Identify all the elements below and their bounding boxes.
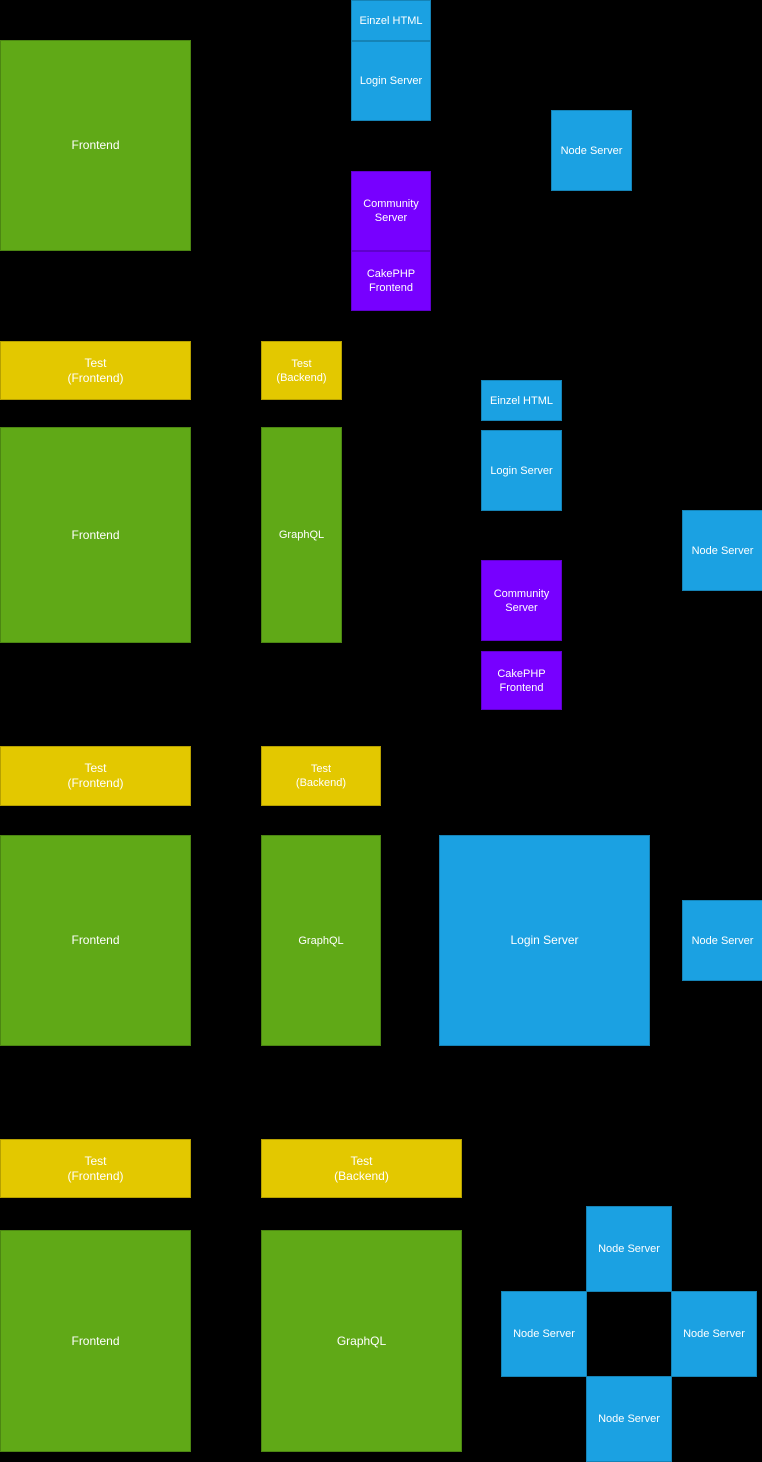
s1-frontend[interactable]: Frontend	[0, 40, 191, 251]
s4-node-server-left[interactable]: Node Server	[501, 1291, 587, 1377]
s1-login-server[interactable]: Login Server	[351, 41, 431, 121]
s1-test-frontend[interactable]: Test (Frontend)	[0, 341, 191, 400]
s3-node-server[interactable]: Node Server	[682, 900, 762, 981]
s2-test-backend[interactable]: Test (Backend)	[261, 746, 381, 806]
s2-login-server[interactable]: Login Server	[481, 430, 562, 511]
s4-node-server-right[interactable]: Node Server	[671, 1291, 757, 1377]
s4-graphql[interactable]: GraphQL	[261, 1230, 462, 1452]
s3-frontend[interactable]: Frontend	[0, 835, 191, 1046]
s4-frontend[interactable]: Frontend	[0, 1230, 191, 1452]
s2-test-frontend[interactable]: Test (Frontend)	[0, 746, 191, 806]
s3-login-server[interactable]: Login Server	[439, 835, 650, 1046]
s2-cakephp-frontend[interactable]: CakePHP Frontend	[481, 651, 562, 710]
s1-cakephp-frontend[interactable]: CakePHP Frontend	[351, 251, 431, 311]
s3-test-frontend[interactable]: Test (Frontend)	[0, 1139, 191, 1198]
s2-graphql[interactable]: GraphQL	[261, 427, 342, 643]
s1-node-server[interactable]: Node Server	[551, 110, 632, 191]
s1-community-server[interactable]: Community Server	[351, 171, 431, 251]
s2-frontend[interactable]: Frontend	[0, 427, 191, 643]
s2-community-server[interactable]: Community Server	[481, 560, 562, 641]
s3-graphql[interactable]: GraphQL	[261, 835, 381, 1046]
s1-test-backend[interactable]: Test (Backend)	[261, 341, 342, 400]
s3-test-backend[interactable]: Test (Backend)	[261, 1139, 462, 1198]
s2-node-server[interactable]: Node Server	[682, 510, 762, 591]
s1-einzel-html[interactable]: Einzel HTML	[351, 0, 431, 41]
s4-node-server-top[interactable]: Node Server	[586, 1206, 672, 1292]
s2-einzel-html[interactable]: Einzel HTML	[481, 380, 562, 421]
s4-node-server-bottom[interactable]: Node Server	[586, 1376, 672, 1462]
